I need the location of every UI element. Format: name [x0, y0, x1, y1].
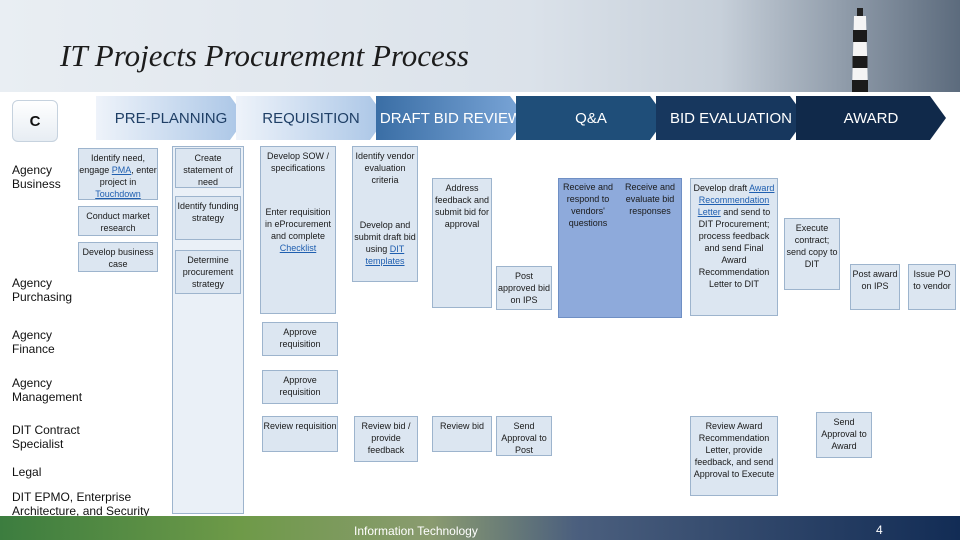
- footer-bar: [0, 516, 960, 540]
- row-agency-business: Agency Business: [12, 163, 61, 191]
- row-agency-management: Agency Management: [12, 376, 83, 404]
- row-agency-purchasing: Agency Purchasing: [12, 276, 73, 304]
- row-legal: Legal: [12, 465, 42, 479]
- phase-bid-evaluation: BID EVALUATION: [656, 96, 806, 140]
- phase-label: PRE-PLANNING: [114, 109, 228, 127]
- step-approve-requisition-finance: Approve requisition: [262, 322, 338, 356]
- step-address-feedback: Address feedback and submit bid for appr…: [432, 178, 492, 308]
- phase-pre-planning: PRE-PLANNING: [96, 96, 246, 140]
- step-identify-need: Identify need, engage PMA, enter project…: [78, 148, 158, 200]
- step-send-approval-award: Send Approval to Award: [816, 412, 872, 458]
- step-identify-funding-strategy: Identify funding strategy: [175, 196, 241, 240]
- step-post-award: Post award on IPS: [850, 264, 900, 310]
- step-develop-draft-bid: Develop and submit draft bid using DIT t…: [354, 220, 416, 266]
- step-approve-requisition-management: Approve requisition: [262, 370, 338, 404]
- phase-award: AWARD: [796, 96, 946, 140]
- step-receive-evaluate: Receive and evaluate bid responses: [624, 182, 676, 216]
- phase-label: DRAFT BID REVIEW: [379, 109, 523, 127]
- dit-templates-link[interactable]: DIT templates: [365, 244, 405, 266]
- checklist-link[interactable]: Checklist: [279, 243, 317, 253]
- phase-draft-bid-review: DRAFT BID REVIEW: [376, 96, 526, 140]
- step-conduct-market-research: Conduct market research: [78, 206, 158, 236]
- step-determine-procurement-strategy: Determine procurement strategy: [175, 250, 241, 294]
- lane-qa-evaluation: [558, 178, 682, 318]
- phase-qa: Q&A: [516, 96, 666, 140]
- step-review-bid-feedback: Review bid / provide feedback: [354, 416, 418, 462]
- phase-requisition: REQUISITION: [236, 96, 386, 140]
- step-issue-po: Issue PO to vendor: [908, 264, 956, 310]
- row-dit-epmo: DIT EPMO, Enterprise Architecture, and S…: [12, 490, 150, 518]
- legend-box: C: [12, 100, 58, 142]
- step-develop-business-case: Develop business case: [78, 242, 158, 272]
- step-review-bid: Review bid: [432, 416, 492, 452]
- step-execute-contract: Execute contract; send copy to DIT: [784, 218, 840, 290]
- page-number: 4: [876, 523, 883, 537]
- lane-requisition: [260, 146, 336, 314]
- phase-label: Q&A: [575, 109, 607, 127]
- phase-label: AWARD: [843, 109, 899, 127]
- header-banner: [0, 0, 960, 92]
- row-dit-contract-specialist: DIT Contract Specialist: [12, 423, 80, 451]
- step-identify-vendor-criteria: Identify vendor evaluation criteria: [355, 151, 415, 185]
- step-send-approval-post: Send Approval to Post: [496, 416, 552, 456]
- touchdown-link[interactable]: Touchdown: [95, 189, 141, 199]
- step-enter-requisition: Enter requisition in eProcurement and co…: [264, 207, 332, 253]
- step-review-award-letter: Review Award Recommendation Letter, prov…: [690, 416, 778, 496]
- pma-link[interactable]: PMA: [111, 165, 132, 175]
- step-develop-sow: Develop SOW / specifications: [266, 151, 330, 173]
- row-agency-finance: Agency Finance: [12, 328, 55, 356]
- step-receive-respond: Receive and respond to vendors' question…: [562, 182, 614, 228]
- phase-label: REQUISITION: [262, 109, 360, 127]
- page-title: IT Projects Procurement Process: [60, 38, 469, 73]
- phase-label: BID EVALUATION: [670, 109, 792, 127]
- step-create-statement-of-need: Create statement of need: [175, 148, 241, 188]
- footer-text: Information Technology: [354, 524, 478, 538]
- lighthouse-image: [852, 8, 868, 92]
- award-recommendation-link[interactable]: Award Recommendation Letter: [697, 183, 775, 217]
- lane-draft-bid: [352, 146, 418, 282]
- step-post-approved-bid: Post approved bid on IPS: [496, 266, 552, 310]
- step-develop-draft-award: Develop draft Award Recommendation Lette…: [690, 178, 778, 316]
- step-review-requisition: Review requisition: [262, 416, 338, 452]
